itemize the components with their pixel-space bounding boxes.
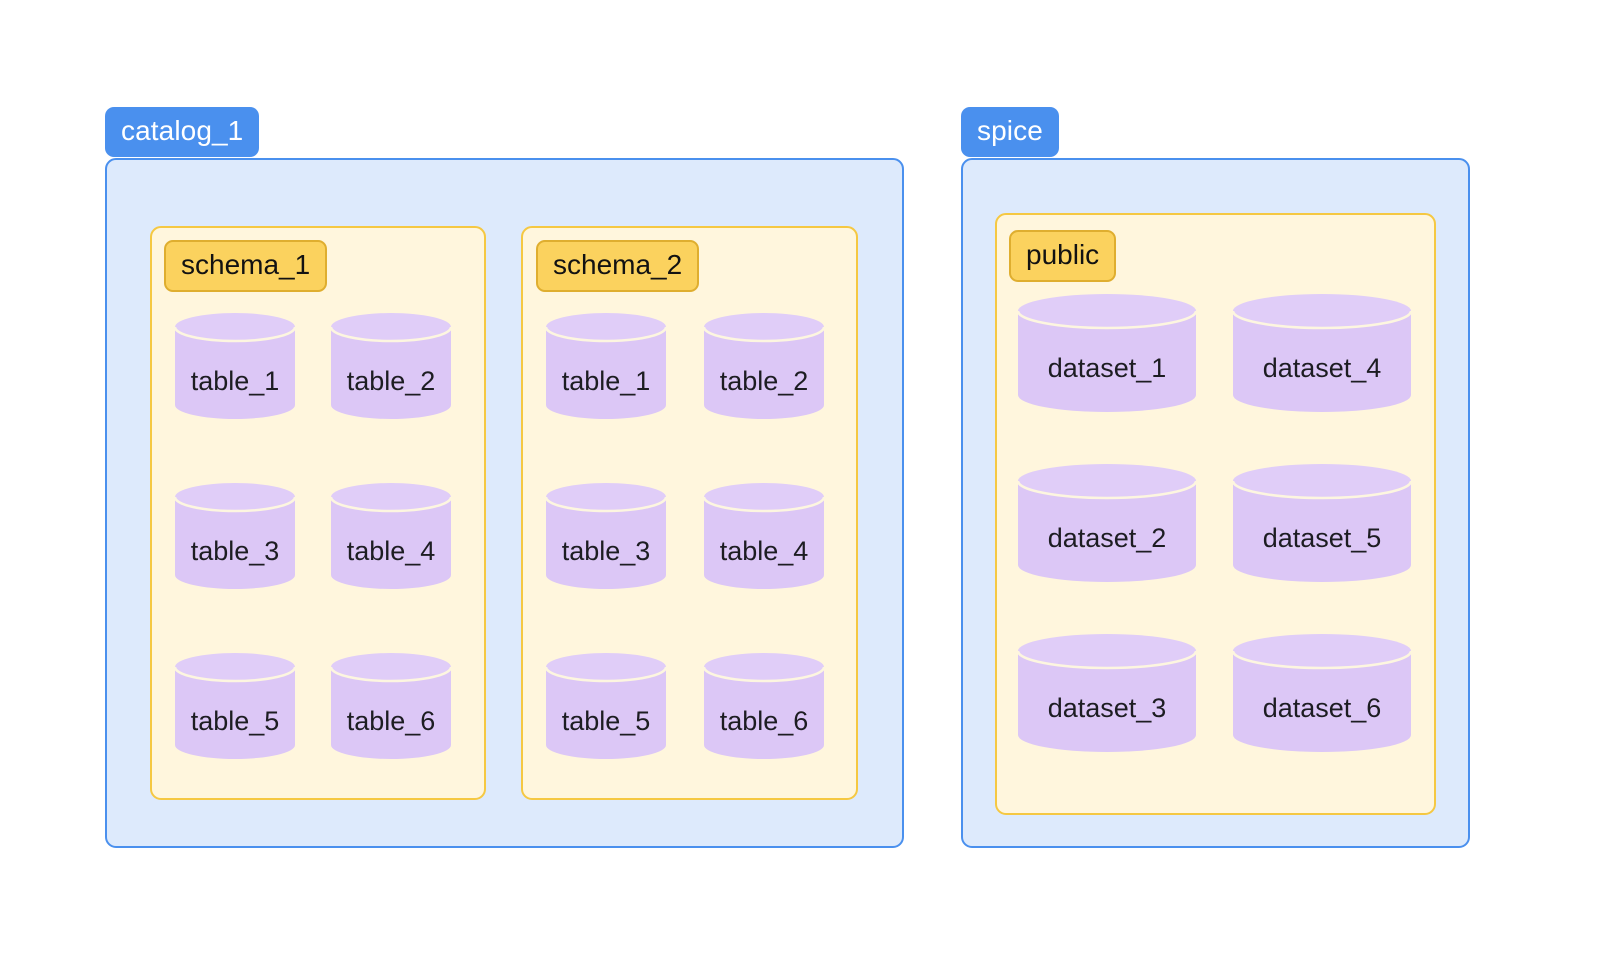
- cylinder-icon: [1018, 464, 1196, 582]
- cylinder-icon: [175, 483, 295, 589]
- cylinder-icon: [1233, 464, 1411, 582]
- table-cylinder[interactable]: table_3: [175, 483, 295, 589]
- table-cylinder[interactable]: table_4: [704, 483, 824, 589]
- table-cylinder[interactable]: table_5: [546, 653, 666, 759]
- table-cylinder[interactable]: table_1: [175, 313, 295, 419]
- cylinder-icon: [331, 483, 451, 589]
- cylinder-icon: [1018, 634, 1196, 752]
- cylinder-icon: [704, 483, 824, 589]
- table-cylinder[interactable]: table_6: [331, 653, 451, 759]
- dataset-cylinder[interactable]: dataset_1: [1018, 294, 1196, 412]
- cylinder-icon: [331, 653, 451, 759]
- dataset-cylinder[interactable]: dataset_3: [1018, 634, 1196, 752]
- dataset-cylinder[interactable]: dataset_6: [1233, 634, 1411, 752]
- cylinder-icon: [1233, 634, 1411, 752]
- dataset-cylinder[interactable]: dataset_2: [1018, 464, 1196, 582]
- cylinder-icon: [175, 653, 295, 759]
- dataset-cylinder[interactable]: dataset_5: [1233, 464, 1411, 582]
- table-cylinder[interactable]: table_4: [331, 483, 451, 589]
- schema-badge-public[interactable]: public: [1009, 230, 1117, 282]
- table-cylinder[interactable]: table_3: [546, 483, 666, 589]
- cylinder-icon: [331, 313, 451, 419]
- cylinder-icon: [1233, 294, 1411, 412]
- cylinder-icon: [704, 313, 824, 419]
- cylinder-icon: [546, 653, 666, 759]
- catalog-badge-spice[interactable]: spice: [961, 107, 1059, 157]
- schema-badge-schema_2[interactable]: schema_2: [536, 240, 700, 292]
- cylinder-icon: [546, 483, 666, 589]
- cylinder-icon: [175, 313, 295, 419]
- table-cylinder[interactable]: table_1: [546, 313, 666, 419]
- table-cylinder[interactable]: table_5: [175, 653, 295, 759]
- table-cylinder[interactable]: table_2: [331, 313, 451, 419]
- cylinder-icon: [1018, 294, 1196, 412]
- table-cylinder[interactable]: table_2: [704, 313, 824, 419]
- dataset-cylinder[interactable]: dataset_4: [1233, 294, 1411, 412]
- schema-badge-schema_1[interactable]: schema_1: [164, 240, 328, 292]
- cylinder-icon: [546, 313, 666, 419]
- cylinder-icon: [704, 653, 824, 759]
- table-cylinder[interactable]: table_6: [704, 653, 824, 759]
- catalog-badge-catalog_1[interactable]: catalog_1: [105, 107, 260, 157]
